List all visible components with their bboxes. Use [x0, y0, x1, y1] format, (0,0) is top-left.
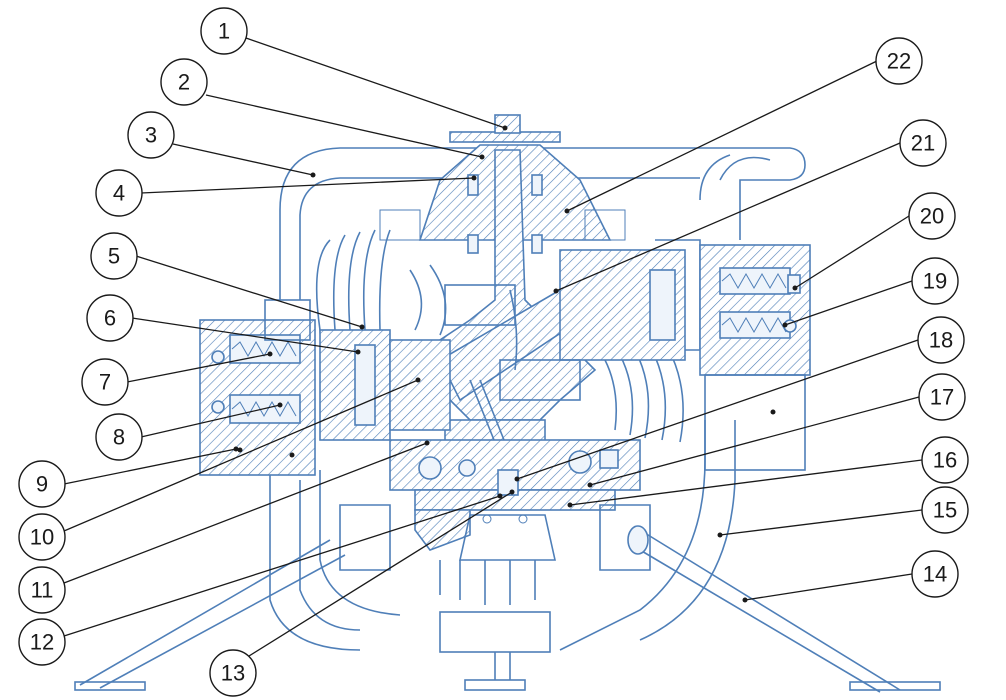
leader-13	[232, 491, 513, 667]
callout-3: 3	[127, 111, 175, 159]
callout-7: 7	[81, 358, 129, 406]
callout-label: 17	[930, 385, 954, 410]
leader-16	[569, 459, 923, 506]
leader-7	[126, 353, 271, 383]
leader-4	[140, 177, 475, 194]
callout-label: 5	[108, 244, 120, 269]
callout-12: 12	[18, 618, 66, 666]
leader-12	[63, 495, 501, 637]
leader-1	[245, 37, 506, 129]
callout-label: 12	[30, 630, 54, 655]
leader-17	[589, 396, 920, 486]
callout-label: 1	[218, 19, 230, 44]
callout-5: 5	[90, 232, 138, 280]
callout-label: 11	[31, 578, 54, 603]
callout-label: 9	[36, 472, 48, 497]
callout-20: 20	[908, 192, 956, 240]
callout-19: 19	[911, 257, 959, 305]
leader-21	[555, 142, 901, 292]
callout-13: 13	[209, 649, 257, 697]
leader-5	[135, 255, 363, 328]
callout-15: 15	[921, 486, 969, 534]
leader-19	[784, 280, 913, 326]
leader-18	[516, 339, 919, 480]
leader-6	[131, 317, 359, 353]
callout-label: 4	[113, 181, 125, 206]
callout-6: 6	[86, 294, 134, 342]
callout-label: 2	[178, 70, 190, 95]
leader-lines	[63, 37, 923, 667]
leader-20	[794, 215, 910, 289]
leader-9	[63, 448, 237, 485]
callout-8: 8	[95, 413, 143, 461]
leader-3	[172, 143, 314, 176]
callout-11: 11	[18, 566, 66, 614]
callout-label: 15	[933, 498, 957, 523]
bottom-base	[339, 439, 651, 605]
legs	[74, 525, 941, 693]
leader-15	[719, 509, 923, 536]
leader-10	[63, 379, 419, 532]
callout-label: 20	[920, 204, 944, 229]
callout-21: 21	[899, 119, 947, 167]
callout-1: 1	[200, 7, 248, 55]
right-pump-head	[499, 239, 811, 471]
leader-endpoints	[233, 125, 798, 603]
callout-label: 10	[30, 525, 54, 550]
callout-label: 13	[221, 661, 245, 686]
callout-22: 22	[875, 37, 923, 85]
callout-10: 10	[18, 513, 66, 561]
callout-label: 14	[923, 562, 947, 587]
callout-2: 2	[160, 58, 208, 106]
leader-11	[63, 442, 428, 584]
callout-label: 7	[99, 370, 111, 395]
callout-4: 4	[95, 169, 143, 217]
leader-2	[205, 94, 483, 158]
callout-label: 18	[929, 328, 953, 353]
callout-18: 18	[917, 316, 965, 364]
callout-label: 21	[911, 131, 935, 156]
callout-label: 8	[113, 425, 125, 450]
callout-label: 6	[104, 306, 116, 331]
callout-label: 22	[887, 49, 911, 74]
leader-22	[566, 59, 880, 212]
callout-label: 3	[145, 123, 157, 148]
leader-14	[744, 573, 913, 601]
callout-16: 16	[921, 436, 969, 484]
callout-9: 9	[18, 460, 66, 508]
callout-label: 16	[933, 448, 957, 473]
leader-8	[140, 404, 281, 438]
callout-14: 14	[911, 550, 959, 598]
callout-label: 19	[923, 269, 947, 294]
callout-17: 17	[918, 373, 966, 421]
